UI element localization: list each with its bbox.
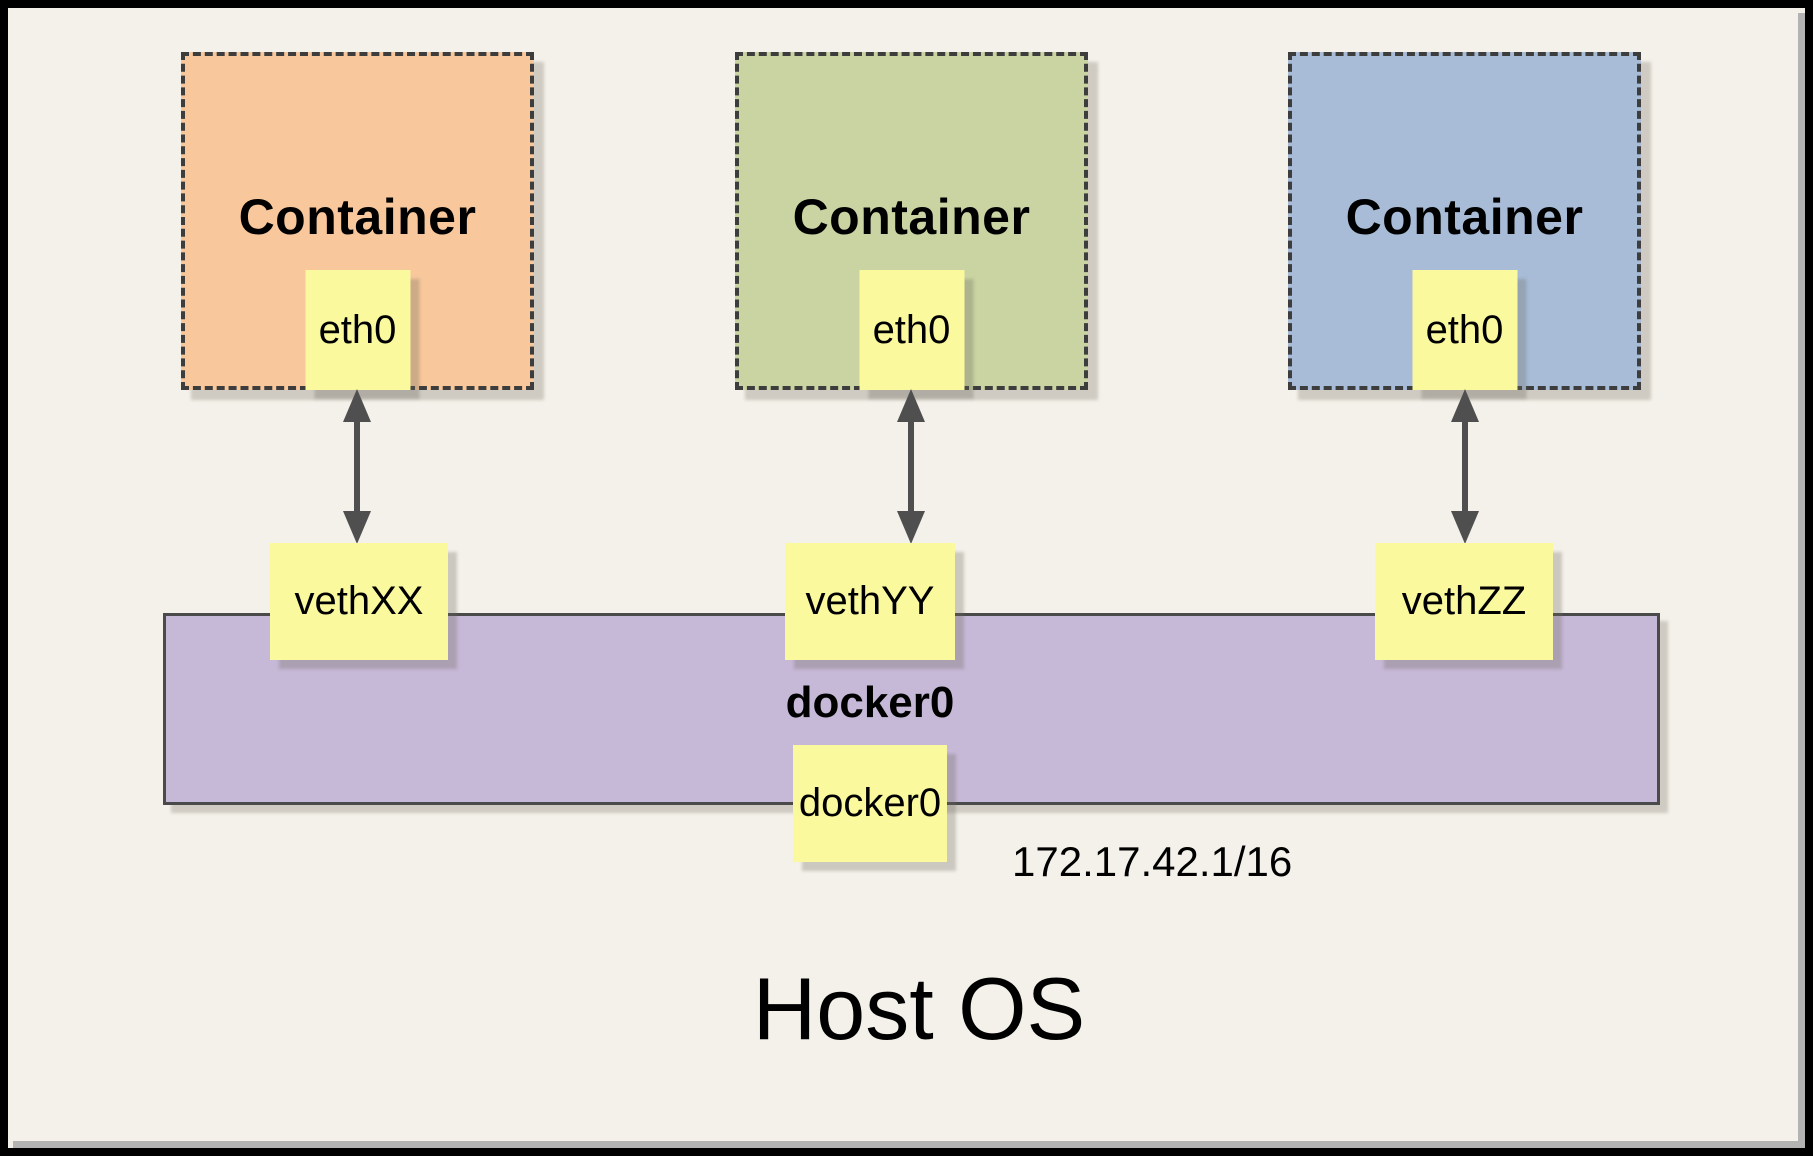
container-1-eth0-box: eth0 [305, 270, 410, 390]
container-1-label: Container [238, 189, 477, 245]
container-3-eth0-label: eth0 [1425, 307, 1504, 352]
container-2-eth0-box: eth0 [859, 270, 964, 390]
container-2-label: Container [792, 189, 1031, 245]
vethzz-box: vethZZ [1375, 543, 1553, 660]
docker0-bridge-label: docker0 [785, 678, 955, 727]
container-3-label: Container [1345, 189, 1584, 245]
container-1-eth0-label: eth0 [318, 307, 397, 352]
container-box-1: Container eth0 [181, 52, 534, 390]
vethxx-label: vethXX [294, 579, 424, 623]
bridge-ip-label: 172.17.42.1/16 [1012, 838, 1293, 885]
vethzz-label: vethZZ [1401, 579, 1527, 623]
container-box-2: Container eth0 [735, 52, 1088, 390]
vethyy-box: vethYY [785, 543, 955, 660]
veth-arrow-3 [1451, 389, 1479, 544]
vethyy-label: vethYY [805, 579, 935, 623]
container-box-3: Container eth0 [1288, 52, 1641, 390]
docker0-interface-label: docker0 [798, 781, 942, 825]
docker0-interface-box: docker0 [793, 745, 947, 862]
container-2-eth0-label: eth0 [872, 307, 951, 352]
container-3-eth0-box: eth0 [1412, 270, 1517, 390]
diagram-page: Container eth0 Container eth0 Container … [8, 8, 1798, 1141]
veth-arrow-1 [343, 389, 371, 544]
vethxx-box: vethXX [270, 543, 448, 660]
frame-shadow-bottom [13, 1141, 1805, 1148]
host-os-label: Host OS [752, 959, 1086, 1058]
veth-arrow-2 [897, 389, 925, 544]
frame-shadow-right [1798, 13, 1805, 1148]
